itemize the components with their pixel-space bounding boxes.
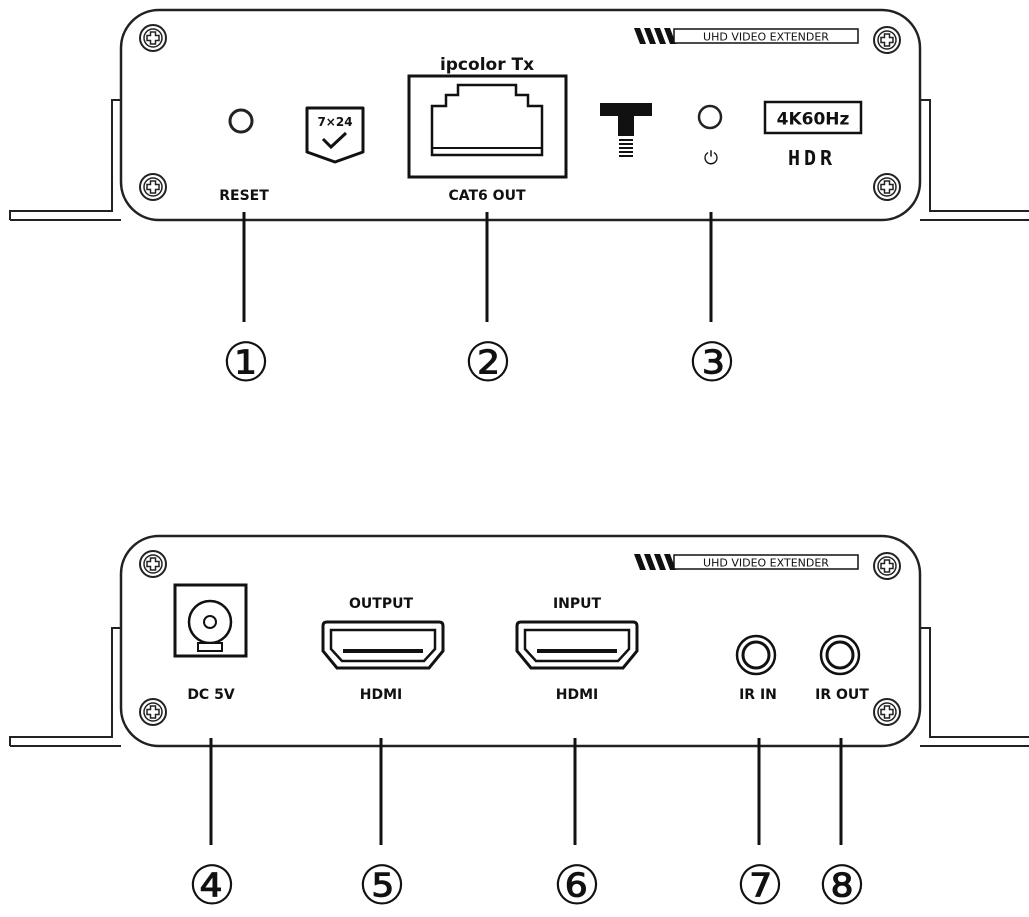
- callout-1: ①: [222, 331, 270, 394]
- front-panel: UHD VIDEO EXTENDER RESET 7×24 ipcolor Tx…: [9, 8, 1029, 222]
- screw-icon: [873, 698, 901, 726]
- hdmi-input-top-label: INPUT: [553, 596, 602, 612]
- hdr-logo: HDR: [788, 146, 836, 170]
- hdmi-output-top-label: OUTPUT: [349, 596, 413, 612]
- screw-icon: [139, 698, 167, 726]
- ir-out-jack[interactable]: [819, 634, 861, 676]
- rear-panel: UHD VIDEO EXTENDER DC 5V OUTPUT HDMI INP…: [9, 534, 1029, 748]
- dc-power-jack[interactable]: [173, 583, 248, 658]
- t-symbol-icon: [600, 103, 652, 157]
- resolution-badge-text: 4K60Hz: [777, 110, 850, 130]
- ir-in-label: IR IN: [739, 687, 777, 703]
- screw-icon: [873, 26, 901, 54]
- callout-5: ⑤: [358, 854, 406, 917]
- rear-right-ear: [921, 627, 1029, 738]
- hdmi-input-bottom-label: HDMI: [556, 687, 598, 703]
- brand-text: UHD VIDEO EXTENDER: [703, 557, 829, 570]
- callout-8: ⑧: [818, 854, 866, 917]
- screw-icon: [139, 24, 167, 52]
- front-right-ear: [921, 99, 1029, 212]
- screw-icon: [139, 173, 167, 201]
- check-icon: [321, 131, 348, 150]
- callout-6: ⑥: [553, 854, 601, 917]
- brand-text: UHD VIDEO EXTENDER: [703, 31, 829, 44]
- uptime-badge-text: 7×24: [317, 115, 352, 129]
- cat6-label: CAT6 OUT: [448, 188, 525, 204]
- ir-in-jack[interactable]: [735, 634, 777, 676]
- callout-3: ③: [688, 331, 736, 394]
- reset-label: RESET: [219, 188, 269, 204]
- device-name: ipcolor Tx: [440, 55, 534, 75]
- power-icon: ⏻: [704, 148, 718, 169]
- callout-7: ⑦: [736, 854, 784, 917]
- hdmi-output-port[interactable]: [321, 620, 445, 670]
- callout-2: ②: [464, 331, 512, 394]
- resolution-badge: [763, 100, 863, 135]
- screw-icon: [139, 550, 167, 578]
- brand-logo: UHD VIDEO EXTENDER: [634, 554, 859, 570]
- front-left-ear: [9, 99, 120, 220]
- screw-icon: [873, 173, 901, 201]
- dc-label: DC 5V: [187, 687, 235, 703]
- cat6-port[interactable]: [407, 74, 568, 179]
- reset-button[interactable]: [228, 108, 254, 134]
- hdmi-input-port[interactable]: [515, 620, 639, 670]
- callout-4: ④: [188, 854, 236, 917]
- screw-icon: [873, 552, 901, 580]
- brand-logo: UHD VIDEO EXTENDER: [634, 28, 859, 44]
- uptime-badge: 7×24: [305, 106, 365, 164]
- hdmi-output-bottom-label: HDMI: [360, 687, 402, 703]
- rear-left-ear: [9, 627, 120, 746]
- power-led: [697, 104, 723, 130]
- ir-out-label: IR OUT: [815, 687, 869, 703]
